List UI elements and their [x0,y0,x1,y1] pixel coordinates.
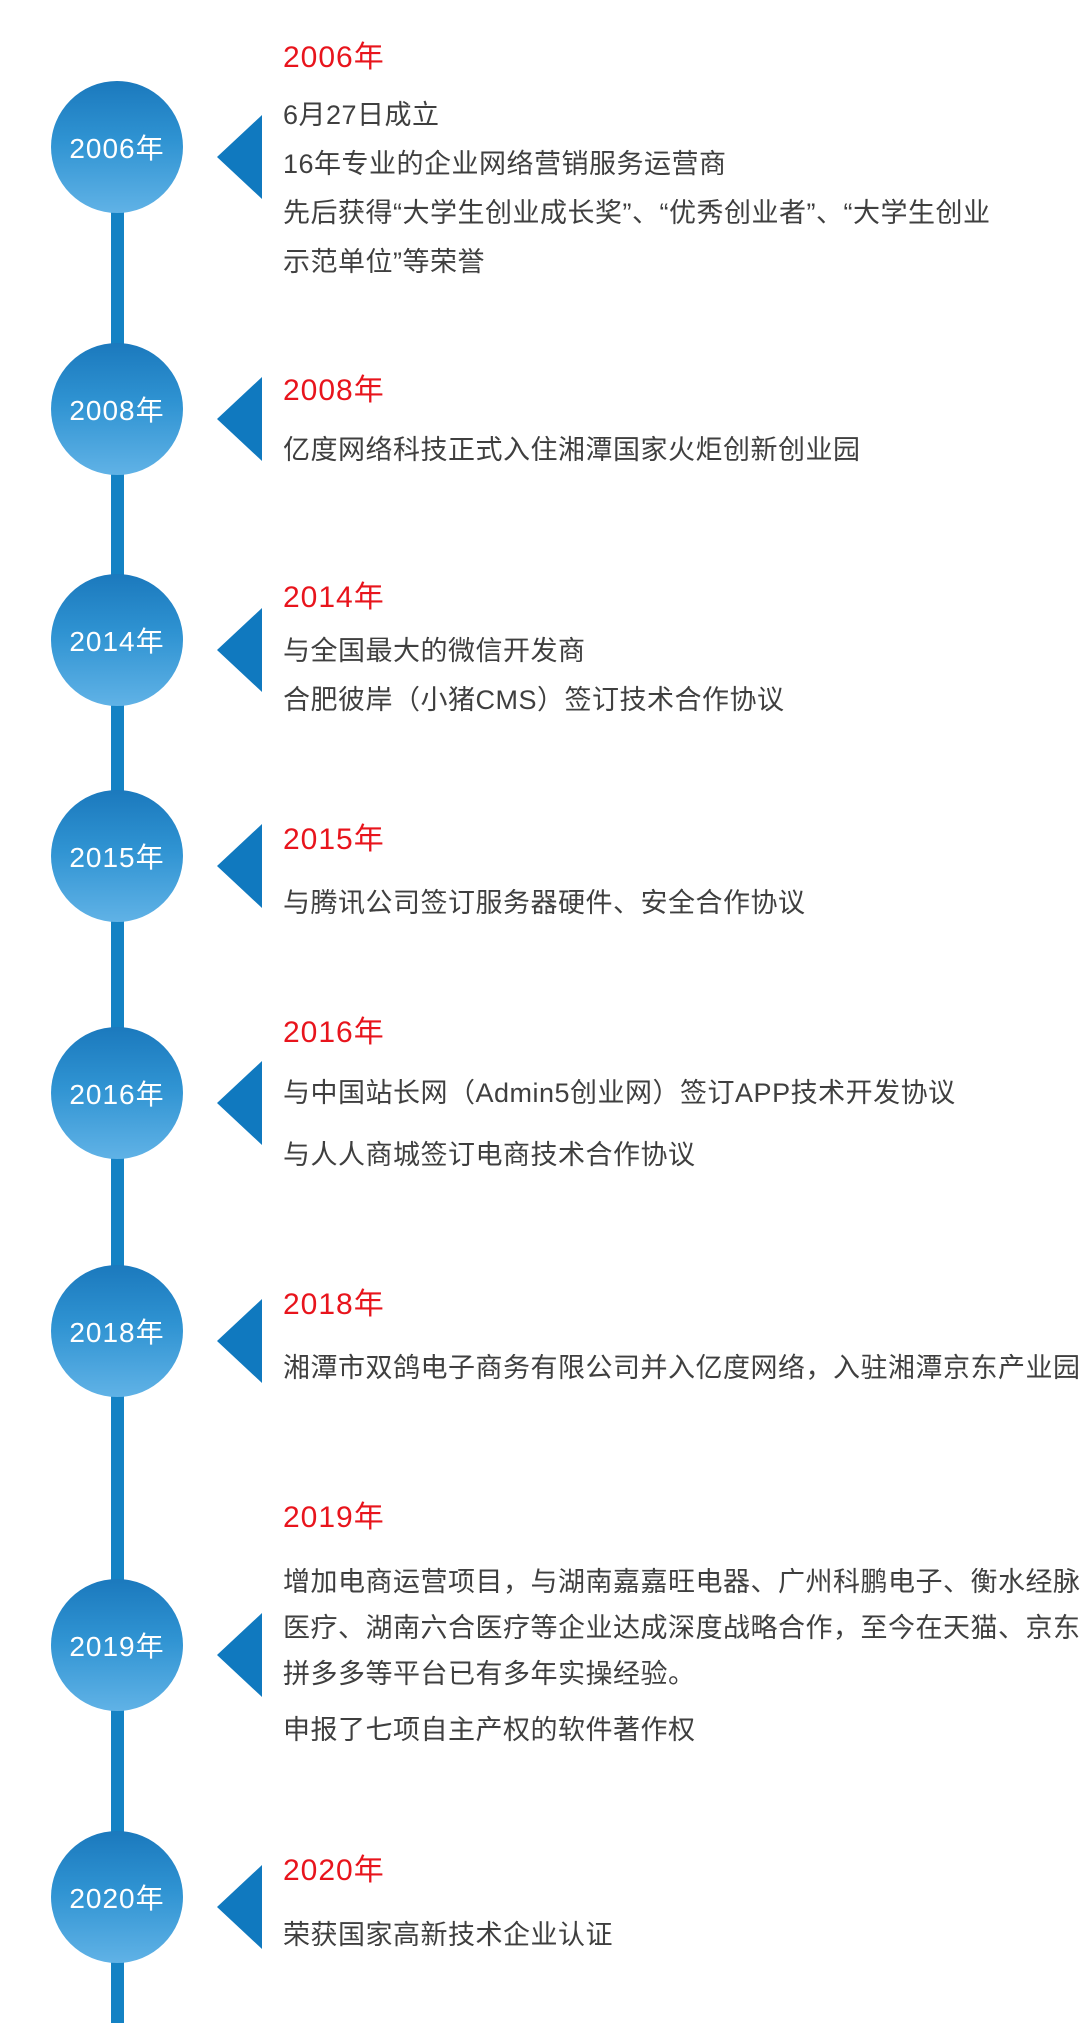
body-line: 亿度网络科技正式入住湘潭国家火炬创新创业园 [283,435,861,465]
arrow-left-icon [217,377,262,461]
body-line: 申报了七项自主产权的软件著作权 [283,1715,696,1745]
node-year-label: 2016年 [69,1079,165,1110]
node-year-label: 2014年 [69,626,165,657]
section-heading-2018: 2018年 [283,1288,385,1321]
arrow-left-icon [217,1613,262,1697]
body-line: 增加电商运营项目，与湖南嘉嘉旺电器、广州科鹏电子、衡水经脉 [283,1567,1080,1597]
section-heading-2016: 2016年 [283,1016,385,1049]
section-body-2016: 与中国站长网（Admin5创业网）签订APP技术开发协议 与人人商城签订电商技术… [283,1069,956,1180]
section-body-2006: 6月27日成立 16年专业的企业网络营销服务运营商 先后获得“大学生创业成长奖”… [283,91,990,287]
timeline-node-2015: 2015年 [51,790,183,922]
section-heading-2020: 2020年 [283,1854,385,1887]
body-line: 与中国站长网（Admin5创业网）签订APP技术开发协议 [283,1078,956,1108]
timeline-node-2020: 2020年 [51,1831,183,1963]
body-line: 合肥彼岸（小猪CMS）签订技术合作协议 [283,685,785,715]
section-heading-2006: 2006年 [283,41,385,74]
section-heading-2015: 2015年 [283,823,385,856]
section-body-2008: 亿度网络科技正式入住湘潭国家火炬创新创业园 [283,426,861,475]
body-line: 示范单位”等荣誉 [283,247,485,277]
body-line: 医疗、湖南六合医疗等企业达成深度战略合作，至今在天猫、京东、 [283,1613,1080,1643]
arrow-left-icon [217,1299,262,1383]
body-line: 拼多多等平台已有多年实操经验。 [283,1659,696,1689]
arrow-left-icon [217,1061,262,1145]
node-year-label: 2008年 [69,395,165,426]
section-heading-2019: 2019年 [283,1501,385,1534]
section-heading-2014: 2014年 [283,581,385,614]
body-line: 16年专业的企业网络营销服务运营商 [283,149,727,179]
arrow-left-icon [217,608,262,692]
arrow-left-icon [217,115,262,199]
section-body-2018: 湘潭市双鸽电子商务有限公司并入亿度网络，入驻湘潭京东产业园 [283,1344,1080,1393]
timeline-node-2016: 2016年 [51,1027,183,1159]
body-line: 先后获得“大学生创业成长奖”、“优秀创业者”、“大学生创业 [283,198,991,228]
timeline-node-2006: 2006年 [51,81,183,213]
body-line: 与人人商城签订电商技术合作协议 [283,1140,696,1170]
section-body-2019: 增加电商运营项目，与湖南嘉嘉旺电器、广州科鹏电子、衡水经脉 医疗、湖南六合医疗等… [283,1559,1080,1753]
timeline-node-2014: 2014年 [51,574,183,706]
timeline-node-2019: 2019年 [51,1579,183,1711]
section-body-2015: 与腾讯公司签订服务器硬件、安全合作协议 [283,879,806,928]
node-year-label: 2015年 [69,842,165,873]
body-line: 荣获国家高新技术企业认证 [283,1920,613,1950]
timeline-node-2008: 2008年 [51,343,183,475]
body-line: 与腾讯公司签订服务器硬件、安全合作协议 [283,888,806,918]
body-line: 6月27日成立 [283,100,440,130]
arrow-left-icon [217,824,262,908]
body-line: 湘潭市双鸽电子商务有限公司并入亿度网络，入驻湘潭京东产业园 [283,1353,1080,1383]
body-line: 与全国最大的微信开发商 [283,636,586,666]
node-year-label: 2019年 [69,1631,165,1662]
section-body-2014: 与全国最大的微信开发商 合肥彼岸（小猪CMS）签订技术合作协议 [283,627,785,725]
arrow-left-icon [217,1865,262,1949]
node-year-label: 2006年 [69,133,165,164]
timeline-node-2018: 2018年 [51,1265,183,1397]
section-heading-2008: 2008年 [283,374,385,407]
node-year-label: 2020年 [69,1883,165,1914]
section-body-2020: 荣获国家高新技术企业认证 [283,1911,613,1960]
node-year-label: 2018年 [69,1317,165,1348]
